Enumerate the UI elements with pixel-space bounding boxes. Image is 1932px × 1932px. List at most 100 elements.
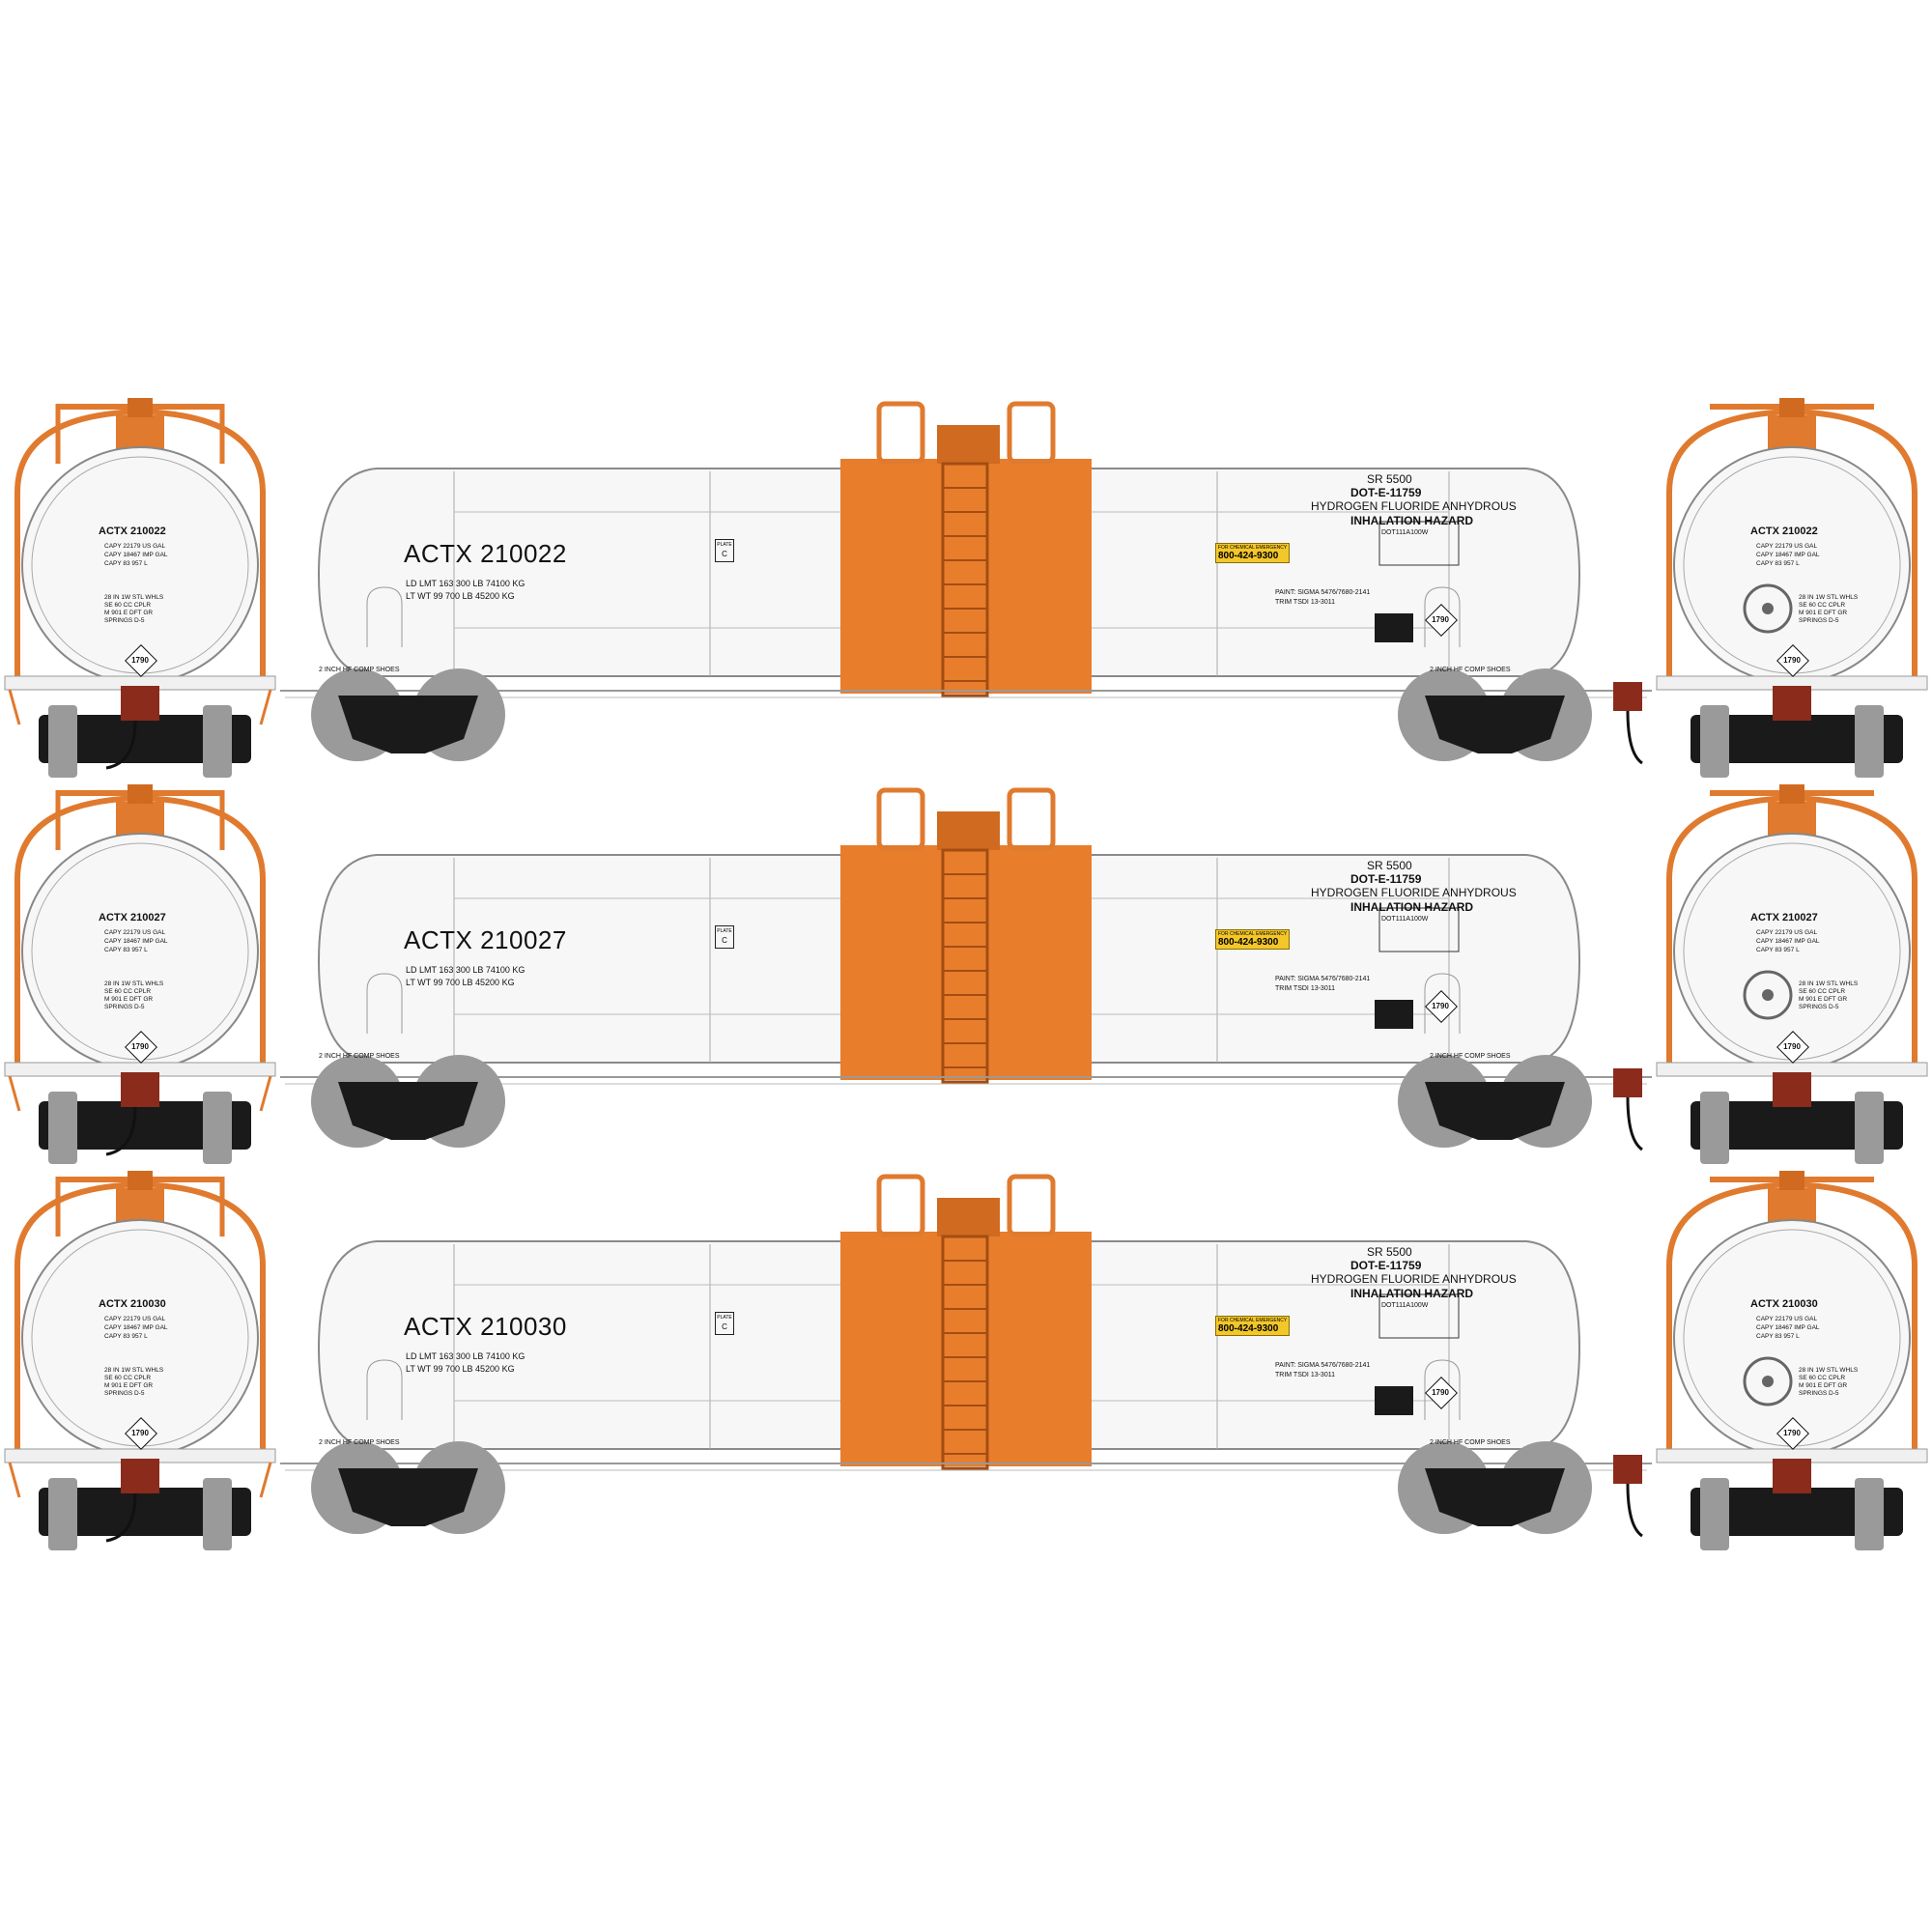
reporting-mark: ACTX 210030 [404,1312,567,1341]
end-reporting-mark: ACTX 210030 [99,1298,166,1310]
plate-label: PLATE [717,928,732,934]
end-capy-l: CAPY 83 957 L [104,1333,148,1340]
inhalation-hazard: INHALATION HAZARD [1350,1287,1474,1300]
end-springs-right: SPRINGS D-5 [1799,1390,1839,1397]
end-gr: M 901 E DFT GR [104,610,154,616]
plate-label: PLATE [717,1315,732,1321]
placard-number-right: 1790 [1783,1429,1801,1437]
plate-letter: C [722,550,727,558]
end-whls-right: 28 IN 1W STL WHLS [1799,1367,1859,1374]
spec-stencil: DOT111A100W [1381,916,1429,923]
end-capy-us-right: CAPY 22179 US GAL [1756,543,1818,550]
inhalation-hazard: INHALATION HAZARD [1350,514,1474,527]
paint-stencil: PAINT: SIGMA 5476/7680-2141 [1275,976,1371,982]
light-weight: LT WT 99 700 LB 45200 KG [406,1364,515,1374]
side-view: ACTX 210030 PLATE C LD LMT 163 300 LB 74… [280,1169,1652,1555]
end-capy-us: CAPY 22179 US GAL [104,1316,166,1322]
load-limit: LD LMT 163 300 LB 74100 KG [406,579,526,588]
reporting-mark: ACTX 210022 [404,539,567,568]
end-capy-l-right: CAPY 83 957 L [1756,947,1800,953]
end-view-left: ACTX 210027 CAPY 22179 US GAL CAPY 18467… [0,782,280,1169]
end-view-left: ACTX 210030 CAPY 22179 US GAL CAPY 18467… [0,1169,280,1555]
sr-number: SR 5500 [1367,472,1412,486]
end-cplr-right: SE 60 CC CPLR [1799,988,1846,995]
end-capy-l-right: CAPY 83 957 L [1756,1333,1800,1340]
end-capy-l: CAPY 83 957 L [104,560,148,567]
end-capy-us: CAPY 22179 US GAL [104,929,166,936]
load-limit: LD LMT 163 300 LB 74100 KG [406,1351,526,1361]
placard-number-side: 1790 [1432,1388,1449,1397]
placard-number-side: 1790 [1432,615,1449,624]
end-capy-l-right: CAPY 83 957 L [1756,560,1800,567]
end-capy-imp: CAPY 18467 IMP GAL [104,1324,168,1331]
end-whls: 28 IN 1W STL WHLS [104,594,164,601]
placard-number-right: 1790 [1783,1042,1801,1051]
inhalation-hazard: INHALATION HAZARD [1350,900,1474,914]
load-limit: LD LMT 163 300 LB 74100 KG [406,965,526,975]
sr-number: SR 5500 [1367,1245,1412,1259]
end-view-left-drawing [4,784,276,1164]
end-whls-right: 28 IN 1W STL WHLS [1799,980,1859,987]
tank-car-row-1: ACTX 210022 CAPY 22179 US GAL CAPY 18467… [0,396,1932,782]
placard-number: 1790 [131,1429,149,1437]
end-capy-imp-right: CAPY 18467 IMP GAL [1756,552,1820,558]
plate-letter: C [722,936,727,945]
placard-number-right: 1790 [1783,656,1801,665]
end-view-left-drawing [4,1171,276,1550]
emergency-phone: 800-424-9300 [1218,551,1279,561]
tank-car-row-3: ACTX 210030 CAPY 22179 US GAL CAPY 18467… [0,1169,1932,1555]
end-gr-right: M 901 E DFT GR [1799,610,1848,616]
side-view: ACTX 210022 PLATE C LD LMT 163 300 LB 74… [280,396,1652,782]
end-reporting-mark: ACTX 210022 [99,526,166,537]
end-cplr: SE 60 CC CPLR [104,602,152,609]
dot-exemption: DOT-E-11759 [1350,872,1422,886]
brake-shoes-left: 2 INCH HF COMP SHOES [319,667,400,673]
dot-exemption: DOT-E-11759 [1350,1259,1422,1272]
end-reporting-mark: ACTX 210027 [99,912,166,923]
placard-number-side: 1790 [1432,1002,1449,1010]
end-capy-imp-right: CAPY 18467 IMP GAL [1756,938,1820,945]
end-springs-right: SPRINGS D-5 [1799,617,1839,624]
side-view: ACTX 210027 PLATE C LD LMT 163 300 LB 74… [280,782,1652,1169]
commodity-name: HYDROGEN FLUORIDE ANHYDROUS [1311,886,1517,899]
brake-shoes-right: 2 INCH HF COMP SHOES [1430,667,1511,673]
spec-stencil: DOT111A100W [1381,1302,1429,1309]
end-reporting-mark-right: ACTX 210030 [1750,1298,1818,1310]
end-springs: SPRINGS D-5 [104,617,145,624]
end-gr: M 901 E DFT GR [104,996,154,1003]
end-springs-right: SPRINGS D-5 [1799,1004,1839,1010]
end-capy-imp: CAPY 18467 IMP GAL [104,938,168,945]
emergency-phone-placard: FOR CHEMICAL EMERGENCY 800-424-9300 [1215,1316,1291,1336]
end-view-right-drawing [1656,1171,1928,1550]
brake-shoes-right: 2 INCH HF COMP SHOES [1430,1439,1511,1446]
dot-exemption: DOT-E-11759 [1350,486,1422,499]
end-view-right-drawing [1656,784,1928,1164]
tank-car-row-2: ACTX 210027 CAPY 22179 US GAL CAPY 18467… [0,782,1932,1169]
brake-shoes-left: 2 INCH HF COMP SHOES [319,1053,400,1060]
end-cplr: SE 60 CC CPLR [104,988,152,995]
end-view-right: ACTX 210022 CAPY 22179 US GAL CAPY 18467… [1652,396,1932,782]
end-capy-us: CAPY 22179 US GAL [104,543,166,550]
emergency-phone-placard: FOR CHEMICAL EMERGENCY 800-424-9300 [1215,929,1291,950]
end-reporting-mark-right: ACTX 210027 [1750,912,1818,923]
emergency-phone-placard: FOR CHEMICAL EMERGENCY 800-424-9300 [1215,543,1291,563]
plate-c-badge: PLATE C [715,1312,734,1335]
end-view-left: ACTX 210022 CAPY 22179 US GAL CAPY 18467… [0,396,280,782]
emergency-line: FOR CHEMICAL EMERGENCY [1218,545,1288,551]
light-weight: LT WT 99 700 LB 45200 KG [406,591,515,601]
reporting-mark: ACTX 210027 [404,925,567,954]
plate-c-badge: PLATE C [715,539,734,562]
spec-stencil: DOT111A100W [1381,529,1429,536]
side-view-drawing [280,787,1652,1151]
end-cplr: SE 60 CC CPLR [104,1375,152,1381]
end-capy-us-right: CAPY 22179 US GAL [1756,929,1818,936]
commodity-name: HYDROGEN FLUORIDE ANHYDROUS [1311,1272,1517,1286]
paint-stencil: PAINT: SIGMA 5476/7680-2141 [1275,1362,1371,1369]
trim-stencil: TRIM TSDI 13-3011 [1275,985,1335,992]
trim-stencil: TRIM TSDI 13-3011 [1275,599,1335,606]
side-view-drawing [280,401,1652,765]
end-cplr-right: SE 60 CC CPLR [1799,602,1846,609]
end-springs: SPRINGS D-5 [104,1390,145,1397]
emergency-line: FOR CHEMICAL EMERGENCY [1218,931,1288,937]
end-capy-imp: CAPY 18467 IMP GAL [104,552,168,558]
